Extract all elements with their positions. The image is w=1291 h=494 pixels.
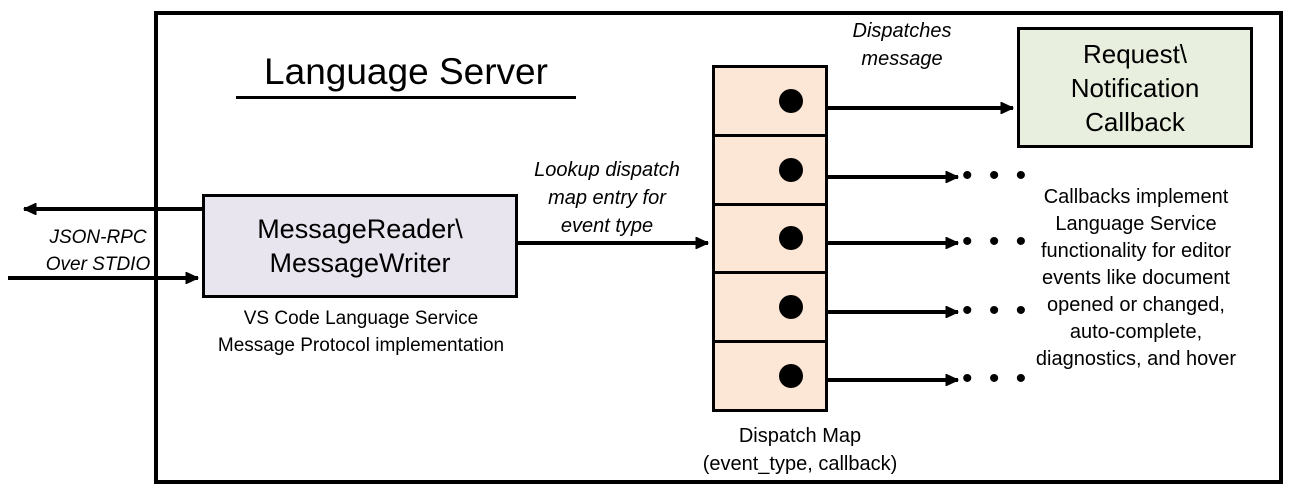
callback-dot-icon: [779, 226, 803, 251]
message-reader-writer-caption: VS Code Language Service Message Protoco…: [217, 308, 505, 356]
dispatch-map-row-1[interactable]: [715, 68, 825, 137]
dispatch-map-row-5[interactable]: [715, 343, 825, 409]
dispatch-map-row-3[interactable]: [715, 206, 825, 275]
request-notification-callback-node[interactable]: Request\ Notification Callback: [1017, 27, 1253, 148]
request-notification-callback-label: Request\ Notification Callback: [1070, 38, 1200, 137]
message-reader-writer-node[interactable]: MessageReader\ MessageWriter: [202, 194, 518, 298]
language-server-frame: [154, 11, 1283, 484]
message-reader-writer-label: MessageReader\ MessageWriter: [257, 214, 463, 278]
jsonrpc-label: JSON-RPC Over STDIO: [45, 227, 151, 275]
dispatch-map-table[interactable]: [712, 65, 828, 412]
callback-description-caption: Callbacks implement Language Service fun…: [1035, 186, 1237, 370]
dispatch-map-caption: Dispatch Map (event_type, callback): [702, 425, 898, 475]
dispatches-message-label: Dispatches message: [852, 20, 952, 70]
callback-dot-icon: [779, 364, 803, 389]
page-title: Language Server: [236, 50, 576, 99]
dispatch-row-4-ellipsis: • • •: [962, 294, 1031, 327]
dispatch-row-2-ellipsis: • • •: [962, 159, 1031, 192]
callback-dot-icon: [779, 295, 803, 320]
dispatch-map-row-2[interactable]: [715, 137, 825, 206]
dispatch-map-row-4[interactable]: [715, 274, 825, 344]
lookup-dispatch-label: Lookup dispatch map entry for event type: [534, 159, 680, 237]
dispatch-row-5-ellipsis: • • •: [962, 362, 1031, 395]
callback-dot-icon: [779, 88, 803, 113]
callback-dot-icon: [779, 157, 803, 182]
dispatch-row-3-ellipsis: • • •: [962, 225, 1031, 258]
